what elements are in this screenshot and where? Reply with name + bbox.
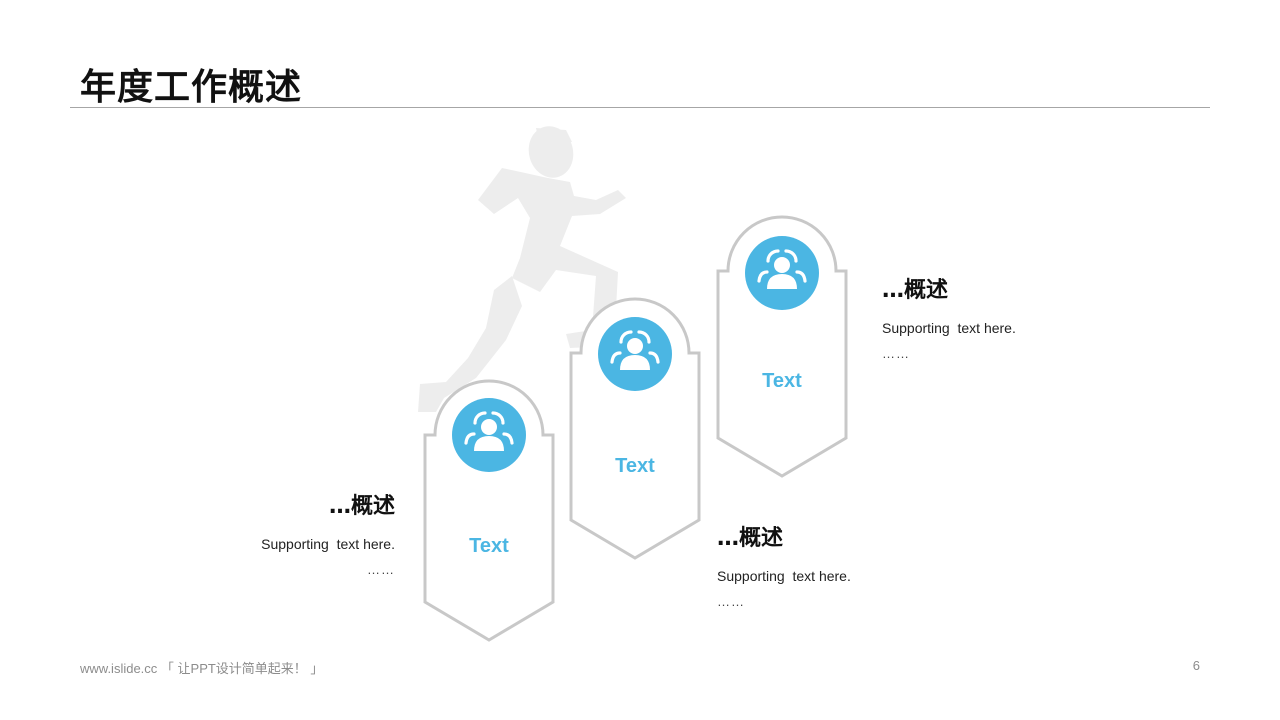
step-1-ellipsis: …… [367, 562, 395, 577]
step-1-supporting-text: Supporting text here. [261, 536, 395, 552]
step-2-supporting-text: Supporting text here. [717, 568, 851, 584]
step-1-heading: …概述 [328, 494, 395, 519]
page-number: 6 [1192, 658, 1200, 673]
step-2-ellipsis: …… [717, 594, 745, 609]
user-group-icon [598, 317, 672, 391]
step-3-card-label: Text [762, 370, 802, 392]
step-2-card-label: Text [615, 455, 655, 477]
footer-credit: www.islide.cc 「 让PPT设计简单起来！ 」 [80, 661, 324, 676]
user-group-icon [452, 398, 526, 472]
user-group-icon [745, 236, 819, 310]
step-3-ellipsis: …… [882, 346, 910, 361]
step-3-supporting-text: Supporting text here. [882, 320, 1016, 336]
runner-silhouette [418, 126, 626, 412]
step-1-card-label: Text [469, 535, 509, 557]
step-2-heading: …概述 [717, 526, 784, 551]
title-divider [70, 107, 1210, 108]
slide-title: 年度工作概述 [80, 67, 303, 108]
step-3-heading: …概述 [882, 278, 949, 303]
